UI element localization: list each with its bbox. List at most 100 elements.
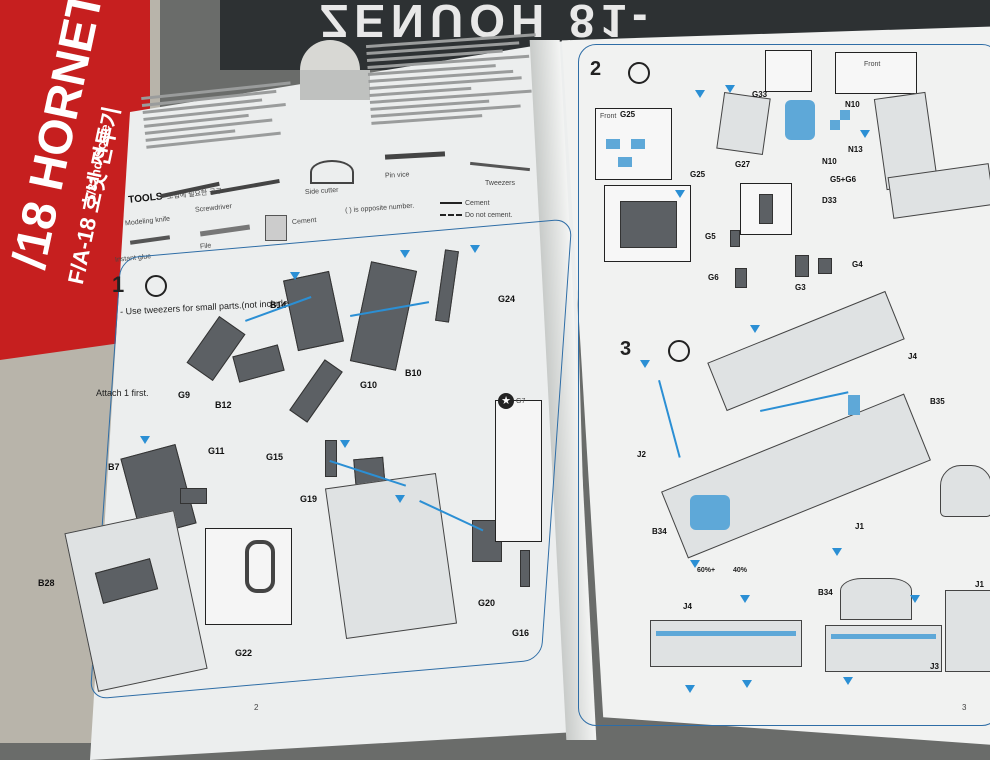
label-g16: G16	[512, 628, 530, 638]
j3-detail-view	[825, 625, 942, 672]
part-g4	[818, 258, 832, 274]
legend-cement: Cement	[465, 200, 490, 207]
g7-detail-box	[495, 400, 542, 542]
marker-triangle	[695, 90, 705, 98]
part-b34	[690, 495, 730, 530]
part-g3	[795, 255, 809, 277]
tool-pin-vice: Pin vice	[384, 171, 410, 180]
label-b35: B35	[930, 397, 945, 406]
marker-triangle	[140, 436, 150, 444]
marker-triangle	[290, 272, 300, 280]
part-g6	[735, 268, 747, 288]
instructions-text-block	[141, 77, 300, 182]
b34-detail-view	[840, 578, 912, 620]
attach-note: Attach 1 first.	[96, 388, 149, 398]
part-g11	[180, 488, 207, 504]
page-number-right: 3	[962, 703, 967, 712]
marker-triangle	[860, 130, 870, 138]
label-b28: B28	[38, 578, 55, 588]
page-number-left: 2	[254, 703, 259, 712]
j1-detail-view	[945, 590, 990, 672]
panel-part	[618, 157, 632, 167]
marker-triangle	[470, 245, 480, 253]
label-b10: B10	[405, 368, 422, 378]
star-icon: ★	[498, 393, 514, 409]
note-box	[765, 50, 812, 92]
label-g27: G27	[735, 160, 751, 169]
label-j4-detail: J4	[683, 602, 692, 611]
marker-triangle	[910, 595, 920, 603]
step-2-number: 2	[590, 58, 602, 80]
part-g27	[716, 92, 771, 155]
part-n10-seat	[785, 100, 815, 140]
cement-arrow-icon	[440, 202, 462, 204]
label-n13: N13	[848, 145, 863, 154]
marker-triangle	[750, 325, 760, 333]
label-g4: G4	[852, 260, 863, 269]
marker-triangle	[832, 548, 842, 556]
label-g19: G19	[300, 494, 318, 504]
label-b14: B14	[270, 300, 287, 310]
panel-part	[606, 139, 620, 149]
legend-no-cement: Do not cement.	[465, 212, 513, 219]
label-g15: G15	[266, 452, 284, 462]
ratio-note: 60%+	[697, 567, 716, 574]
label-g33: G33	[752, 90, 768, 99]
label-g7: G7	[516, 398, 526, 405]
part-g15	[325, 440, 337, 477]
part-n10	[840, 110, 850, 120]
j4-detail-line	[656, 631, 796, 636]
front-label: Front	[600, 113, 617, 120]
label-b34: B34	[652, 527, 667, 536]
label-b34-detail: B34	[818, 588, 833, 597]
marker-triangle	[395, 495, 405, 503]
marker-triangle	[740, 595, 750, 603]
marker-triangle	[640, 360, 650, 368]
instrument-panel	[620, 201, 677, 248]
front-detail-box: Front	[595, 108, 672, 180]
step-2-icon	[628, 62, 650, 84]
marker-triangle	[675, 190, 685, 198]
steps-panel	[578, 44, 990, 726]
label-n10-top: N10	[845, 100, 860, 109]
marker-triangle	[742, 680, 752, 688]
label-g24: G24	[498, 294, 516, 304]
panel-part	[631, 139, 645, 149]
label-n10: N10	[822, 157, 837, 166]
side-cutter-icon	[310, 160, 354, 184]
part-right-edge	[940, 465, 990, 517]
label-j1: J1	[855, 522, 864, 531]
part-n13	[830, 120, 840, 130]
marker-triangle	[400, 250, 410, 258]
stick-detail-box	[740, 183, 792, 235]
label-j4: J4	[908, 352, 917, 361]
seat-assembly-center	[324, 472, 458, 640]
step-1-number: 1	[112, 272, 125, 297]
part-b35	[848, 395, 860, 415]
front-arrow-label: Front	[864, 61, 881, 68]
tool-tweezers: Tweezers	[485, 180, 515, 187]
label-g5-g6: G5+G6	[830, 175, 857, 184]
step-3-icon	[668, 340, 690, 362]
no-cement-arrow-icon	[440, 214, 462, 216]
step-3-number: 3	[620, 338, 632, 360]
label-g22: G22	[235, 648, 253, 658]
label-g25-box: G25	[620, 110, 636, 119]
part-g5	[730, 230, 740, 247]
label-g11: G11	[208, 446, 225, 456]
label-b7: B7	[108, 462, 120, 472]
marker-triangle	[340, 440, 350, 448]
j4-detail-view	[650, 620, 802, 667]
harness-part	[245, 540, 275, 593]
instructions-text-block-2	[365, 29, 545, 171]
label-j3: J3	[930, 662, 939, 671]
control-stick	[759, 194, 773, 224]
tools-label: TOOLS	[127, 191, 164, 206]
label-g25: G25	[690, 170, 706, 179]
marker-triangle	[690, 560, 700, 568]
label-g5: G5	[705, 232, 716, 241]
marker-triangle	[843, 677, 853, 685]
label-b12: B12	[215, 400, 232, 410]
label-j2: J2	[637, 450, 646, 459]
ratio-note-2: 40%	[733, 567, 748, 574]
